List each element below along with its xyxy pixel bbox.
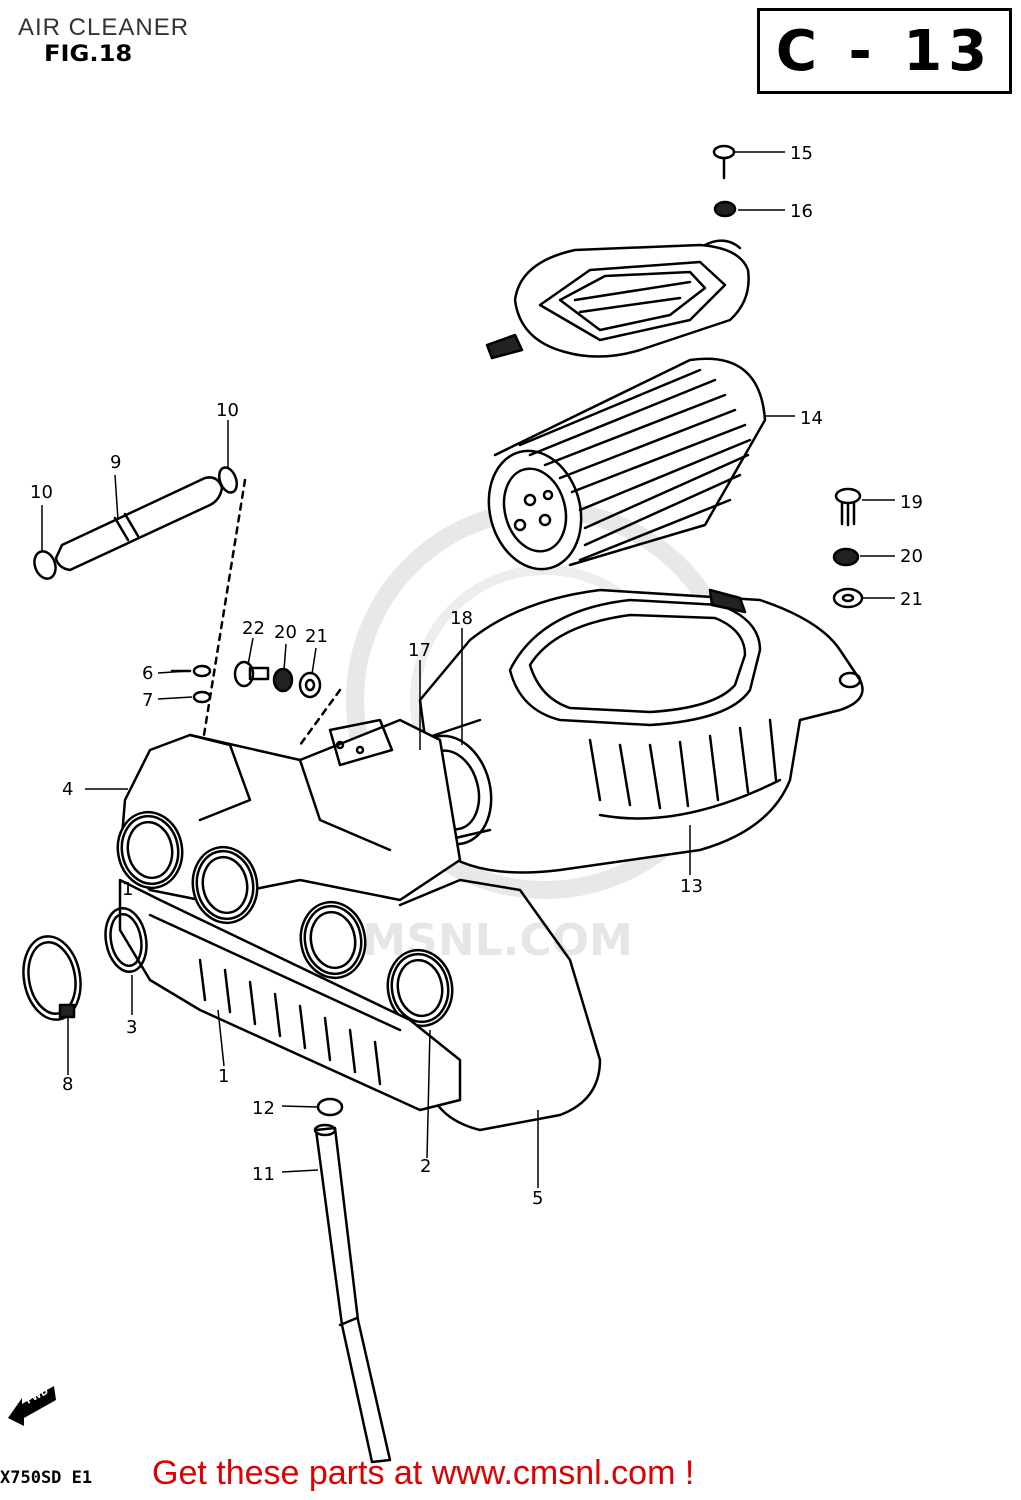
callout-21-left: 21 (305, 626, 328, 647)
callout-15: 15 (790, 143, 813, 164)
part-breather-hose-9 (54, 476, 224, 572)
part-intake-pipe-1b (191, 845, 259, 925)
leader-lines (41, 151, 895, 1188)
part-washer-21-left (298, 671, 322, 699)
part-screw-19 (834, 487, 862, 527)
part-clamp-8 (22, 935, 82, 1021)
callout-22: 22 (242, 618, 265, 639)
figure-label: FIG.18 (44, 42, 133, 67)
part-intake-pipe-1d (386, 948, 454, 1028)
forward-arrow-icon: FWD (8, 1386, 56, 1426)
part-intake-pipe-1c (299, 900, 367, 980)
page-code-box: C - 13 (757, 8, 1012, 94)
part-clip-12 (316, 1097, 344, 1117)
callout-19: 19 (900, 492, 923, 513)
part-washer-7 (192, 690, 212, 704)
part-washer-20-left (272, 667, 294, 693)
part-air-cleaner-cover (485, 239, 750, 360)
page-code: C - 13 (775, 19, 994, 84)
part-filter-element-14 (487, 357, 767, 571)
callout-6: 6 (142, 663, 153, 684)
callout-5: 5 (532, 1188, 543, 1209)
callout-11: 11 (252, 1164, 275, 1185)
callout-8: 8 (62, 1074, 73, 1095)
part-bolt-22 (233, 660, 270, 688)
callout-2: 2 (420, 1156, 431, 1177)
part-grommet-16 (713, 200, 737, 218)
part-air-cleaner-case-13 (418, 588, 864, 874)
callout-10-left: 10 (30, 482, 53, 503)
part-lower-housing (118, 878, 462, 1112)
callout-13: 13 (680, 876, 703, 897)
callout-1-top: 1 (122, 879, 133, 900)
part-intake-pipe-1a (116, 810, 184, 890)
cmsnl-parts-link[interactable]: Get these parts at www.cmsnl.com ! (152, 1454, 695, 1492)
callout-4: 4 (62, 779, 73, 800)
part-band-3 (104, 907, 148, 973)
callout-21: 21 (900, 589, 923, 610)
part-washer-20 (832, 547, 860, 567)
callout-17: 17 (408, 640, 431, 661)
callout-1: 1 (218, 1066, 229, 1087)
callout-18: 18 (450, 608, 473, 629)
callout-14: 14 (800, 408, 823, 429)
callout-20-left: 20 (274, 622, 297, 643)
callout-16: 16 (790, 201, 813, 222)
callout-7: 7 (142, 690, 153, 711)
diagram-title: AIR CLEANER (18, 14, 190, 41)
part-washer-21 (832, 587, 864, 609)
callout-12: 12 (252, 1098, 275, 1119)
part-drain-hose-11 (313, 1123, 392, 1464)
callout-labels: 15 16 14 19 20 21 10 9 10 6 7 22 20 21 1… (30, 143, 923, 1209)
callout-10-right: 10 (216, 400, 239, 421)
part-clip-10-right (218, 466, 238, 494)
part-screw-15 (712, 144, 736, 180)
callout-3: 3 (126, 1017, 137, 1038)
model-code: X750SD E1 (0, 1468, 93, 1488)
watermark-text: CMSNL.COM (330, 915, 633, 966)
callout-20: 20 (900, 546, 923, 567)
part-clip-10-left (33, 550, 57, 580)
callout-9: 9 (110, 452, 121, 473)
